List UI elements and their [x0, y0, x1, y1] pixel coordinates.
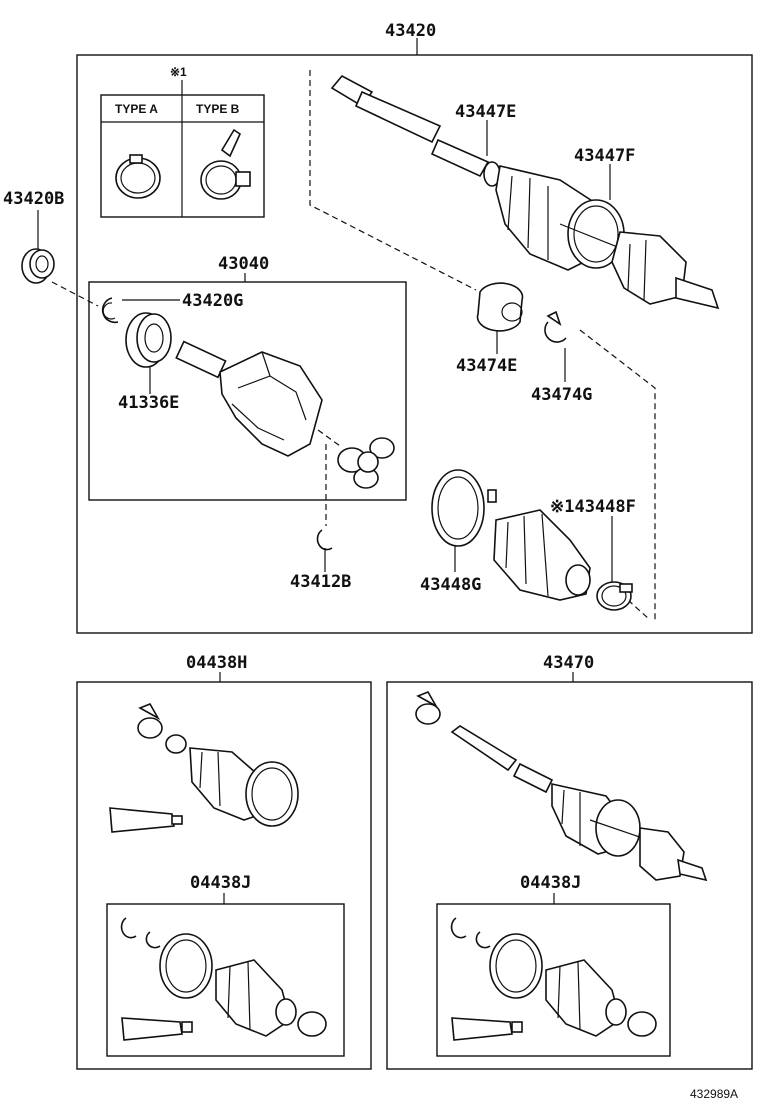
label-43447F: 43447F — [574, 146, 635, 166]
label-43474E: 43474E — [456, 356, 517, 376]
drive-shaft — [330, 74, 501, 187]
label-04438J-right: 04438J — [520, 873, 581, 893]
clamp-43448F — [596, 581, 633, 611]
label-41336E: 41336E — [118, 393, 179, 413]
label-43040: 43040 — [218, 254, 269, 274]
clamp-right-top — [415, 690, 441, 725]
clamp-band-43448G — [431, 469, 497, 547]
snap-ring-43412B — [316, 529, 333, 551]
small-ring-left — [165, 734, 187, 754]
damper-43474E — [476, 282, 524, 332]
type-a-label: TYPE A — [115, 102, 158, 116]
label-04438H: 04438H — [186, 653, 247, 673]
type-b-label: TYPE B — [196, 102, 240, 116]
type-b-clamp-icon — [200, 128, 251, 200]
clamp-43474G — [544, 310, 567, 343]
inner-boot — [493, 509, 591, 601]
clamp-left-top — [137, 702, 163, 739]
label-43448G: 43448G — [420, 575, 481, 595]
boot-left — [189, 747, 299, 827]
grease-tube-left — [109, 807, 183, 833]
snap-ring-43420G — [101, 297, 119, 324]
outboard-joint — [611, 231, 720, 310]
label-43420: 43420 — [385, 21, 436, 41]
label-43474G: 43474G — [531, 385, 592, 405]
dash-bottom-right — [627, 599, 651, 621]
sub-kit-left-parts — [120, 917, 327, 1041]
dust-seal-41336E — [125, 312, 172, 368]
tripod-joint — [337, 437, 395, 489]
dash-shaft-right — [579, 329, 656, 620]
dash-tripod — [317, 429, 341, 447]
boot-kit-frame-left — [76, 681, 372, 1070]
label-43448F: ※143448F — [550, 497, 636, 517]
label-04438J-left: 04438J — [190, 873, 251, 893]
main-assembly-frame — [76, 54, 753, 634]
note-mark: ※1 — [170, 65, 187, 79]
sub-kit-right-parts — [450, 917, 657, 1041]
label-43412B: 43412B — [290, 572, 351, 592]
sub-kit-frame-left — [106, 903, 345, 1057]
dash-bearing — [51, 281, 99, 307]
label-43420G: 43420G — [182, 291, 243, 311]
label-43470: 43470 — [543, 653, 594, 673]
outer-shaft-frame — [386, 681, 753, 1070]
bearing-43420B — [21, 248, 55, 284]
diagram-code: 432989A — [690, 1087, 738, 1101]
sub-kit-frame-right — [436, 903, 671, 1057]
inboard-joint-housing — [175, 340, 323, 457]
outer-boot-43447F — [495, 165, 641, 271]
outer-shaft-assembly — [450, 725, 708, 882]
type-a-clamp-icon — [115, 154, 161, 199]
inner-joint-box — [88, 281, 407, 501]
label-43447E: 43447E — [455, 102, 516, 122]
dash-shaft-left — [309, 70, 477, 291]
label-43420B: 43420B — [3, 189, 64, 209]
